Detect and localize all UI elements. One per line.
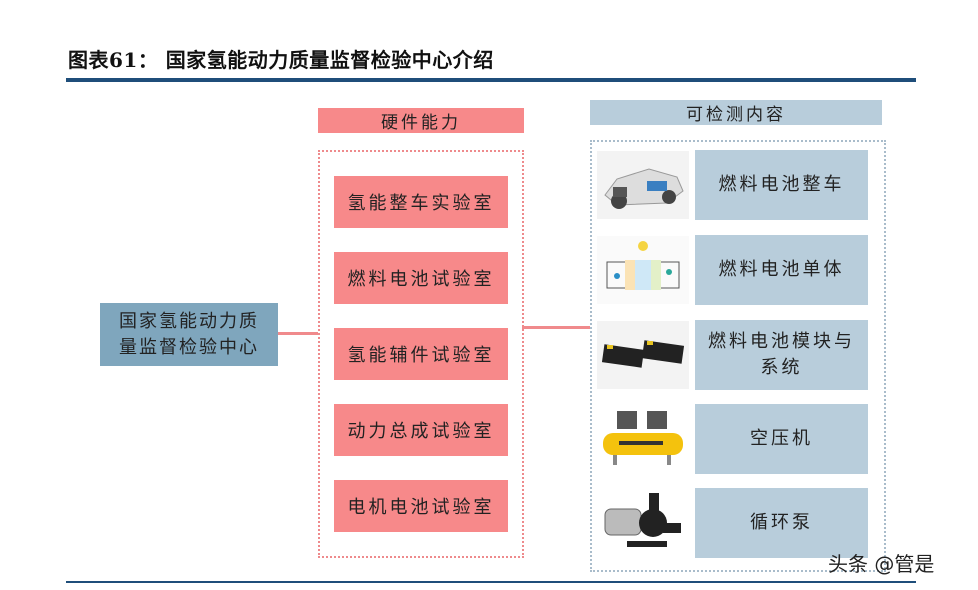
connector-right	[522, 326, 590, 329]
content-item: 燃料电池整车	[695, 150, 868, 220]
hardware-frame	[318, 150, 524, 558]
top-divider	[66, 78, 916, 82]
hardware-item: 电机电池试验室	[334, 480, 508, 532]
circulation-pump-image	[597, 489, 689, 557]
hardware-item: 氢能辅件试验室	[334, 328, 508, 380]
hardware-header: 硬件能力	[318, 108, 524, 133]
content-header: 可检测内容	[590, 100, 882, 125]
hardware-item: 动力总成试验室	[334, 404, 508, 456]
hardware-item: 燃料电池试验室	[334, 252, 508, 304]
content-frame	[590, 140, 886, 572]
fuel-cell-module-image	[597, 321, 689, 389]
air-compressor-image	[597, 405, 689, 473]
center-node: 国家氢能动力质量监督检验中心	[100, 303, 278, 366]
watermark: 头条 @管是	[828, 552, 935, 576]
content-item: 燃料电池模块与系统	[695, 320, 868, 390]
hardware-item: 氢能整车实验室	[334, 176, 508, 228]
center-label: 国家氢能动力质量监督检验中心	[119, 310, 259, 358]
content-item: 空压机	[695, 404, 868, 474]
bottom-divider	[66, 581, 916, 583]
content-item: 循环泵	[695, 488, 868, 558]
fuel-cell-diagram-image	[597, 236, 689, 304]
content-item: 燃料电池单体	[695, 235, 868, 305]
figure-title: 图表61： 国家氢能动力质量监督检验中心介绍	[68, 48, 494, 72]
car-chassis-image	[597, 151, 689, 219]
connector-left	[278, 332, 318, 335]
